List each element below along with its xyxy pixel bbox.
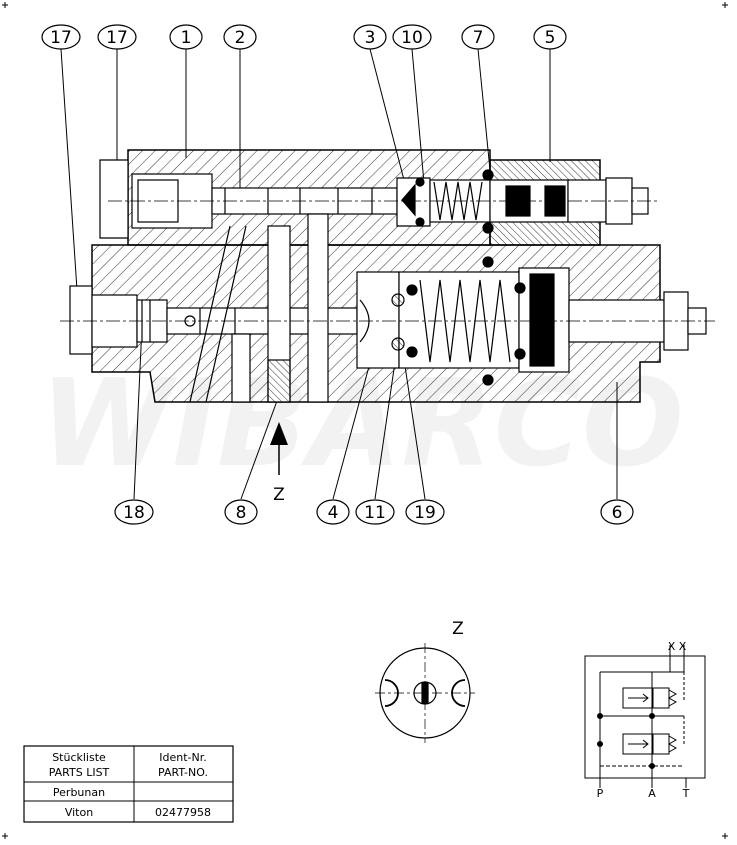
view-arrow-z: Z	[270, 422, 288, 505]
svg-text:17: 17	[50, 28, 72, 48]
balloon-18: 18	[114, 499, 154, 525]
svg-text:18: 18	[123, 503, 145, 523]
svg-text:2: 2	[235, 28, 246, 48]
svg-text:10: 10	[401, 28, 423, 48]
table-header-right-1: Ident-Nr.	[159, 751, 207, 764]
balloon-8: 8	[224, 499, 258, 525]
svg-text:17: 17	[106, 28, 128, 48]
parts-list-table: Stückliste PARTS LIST Ident-Nr. PART-NO.…	[23, 745, 234, 823]
table-row-material: Viton	[65, 806, 93, 819]
balloon-6: 6	[600, 499, 634, 525]
svg-text:6: 6	[612, 503, 623, 523]
svg-text:3: 3	[365, 28, 376, 48]
table-header-right-2: PART-NO.	[158, 766, 208, 779]
port-x-label: X X	[668, 640, 687, 653]
port-a-label: A	[648, 787, 656, 800]
balloon-1: 1	[169, 24, 203, 50]
balloon-7: 7	[461, 24, 495, 50]
balloon-3: 3	[353, 24, 387, 50]
view-marker-label: Z	[273, 485, 285, 505]
corner-marks	[2, 2, 728, 839]
table-header-left-1: Stückliste	[52, 751, 106, 764]
svg-text:5: 5	[545, 28, 556, 48]
svg-text:4: 4	[328, 503, 339, 523]
balloon-17a: 17	[41, 24, 81, 50]
detail-view-title: Z	[452, 619, 464, 639]
table-header-left-2: PARTS LIST	[49, 766, 110, 779]
balloon-19: 19	[405, 499, 445, 525]
svg-text:1: 1	[181, 28, 192, 48]
table-row-part-no: 02477958	[155, 806, 211, 819]
balloon-5: 5	[533, 24, 567, 50]
centre-lines	[60, 200, 715, 322]
detail-view-z: Z	[375, 619, 475, 743]
port-p-label: P	[597, 787, 604, 800]
svg-text:11: 11	[364, 503, 386, 523]
vertical-channels	[189, 213, 329, 403]
balloon-17b: 17	[97, 24, 137, 50]
svg-text:19: 19	[414, 503, 436, 523]
balloon-10: 10	[392, 24, 432, 50]
svg-text:7: 7	[473, 28, 484, 48]
balloon-4: 4	[316, 499, 350, 525]
svg-text:8: 8	[236, 503, 247, 523]
balloon-11: 11	[355, 499, 395, 525]
table-row-material: Perbunan	[53, 786, 105, 799]
port-t-label: T	[682, 787, 690, 800]
hydraulic-schematic: P A T X X	[584, 640, 706, 800]
balloon-2: 2	[223, 24, 257, 50]
